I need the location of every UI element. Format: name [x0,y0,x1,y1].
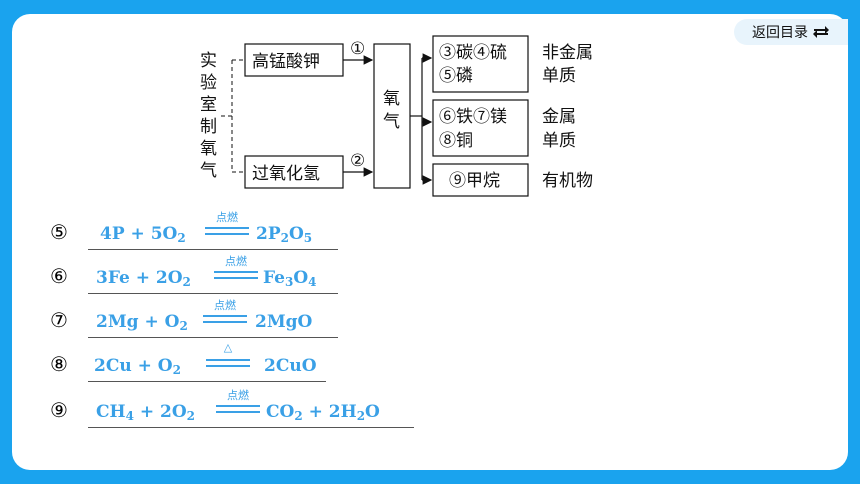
source-char-1: 验 [200,73,217,93]
equals-sign [205,227,249,235]
mark-2: ② [350,151,365,171]
group-2-line2: ⑧铜 [439,131,473,151]
equals-sign [214,271,258,279]
reactants-text: 2Cu + O2 [94,356,181,377]
oxygen-char-1: 气 [383,112,400,132]
equation-number: ⑧ [50,352,68,376]
source-char-5: 气 [200,161,217,181]
return-arrow-icon [813,26,829,38]
group-1-line1: ③碳④硫 [439,43,507,63]
group-2-category-line1: 金属 [542,107,576,127]
group-1-category-line1: 非金属 [542,43,593,63]
products-text: Fe3O4 [263,268,317,289]
reaction-condition: 点燃 [216,211,238,224]
reaction-condition: 点燃 [227,389,249,402]
reactants-text: 2Mg + O2 [96,312,188,333]
answer-underline [88,381,326,382]
equation-number: ⑤ [50,220,68,244]
group-2-category-line2: 单质 [542,131,576,151]
equals-sign [203,315,247,323]
reactants-text: CH4 + 2O2 [96,402,196,423]
answer-underline [88,427,414,428]
reagent-1-label: 高锰酸钾 [252,52,320,72]
equation-number: ⑥ [50,264,68,288]
oxygen-char-0: 氧 [383,89,400,109]
group-box-1 [432,35,529,93]
answer-underline [88,293,338,294]
products-text: 2MgO [255,312,313,332]
answer-underline [88,337,338,338]
group-1-category-line2: 单质 [542,66,576,86]
equals-sign [216,405,260,413]
branch-connector [410,58,423,180]
return-label: 返回目录 [752,25,808,41]
products-text: 2P2O5 [256,224,313,245]
mark-1: ① [350,39,365,59]
reaction-condition: △ [223,341,233,354]
reagent-2-label: 过氧化氢 [252,164,320,184]
group-box-2 [432,99,529,157]
products-text: CO2 + 2H2O [266,402,380,423]
reactants-text: 4P + 5O2 [100,224,186,245]
dashed-bracket [221,59,245,173]
answer-underline [88,249,338,250]
group-3-category: 有机物 [542,171,593,191]
source-char-0: 实 [200,51,217,71]
content-card: 返回目录 [12,14,848,470]
equation-number: ⑦ [50,308,68,332]
group-box-3 [432,163,529,197]
source-char-3: 制 [200,117,217,137]
reaction-condition: 点燃 [225,255,247,268]
source-char-4: 氧 [200,139,217,159]
reaction-condition: 点燃 [214,299,236,312]
return-to-contents-button[interactable]: 返回目录 [734,19,848,45]
products-text: 2CuO [264,356,317,376]
group-2-line1: ⑥铁⑦镁 [439,107,507,127]
reactants-text: 3Fe + 2O2 [96,268,191,289]
equation-number: ⑨ [50,398,68,422]
equals-sign [206,359,250,367]
source-char-2: 室 [200,95,217,115]
group-1-line2: ⑤磷 [439,66,473,86]
group-3-label: ⑨甲烷 [449,171,500,191]
